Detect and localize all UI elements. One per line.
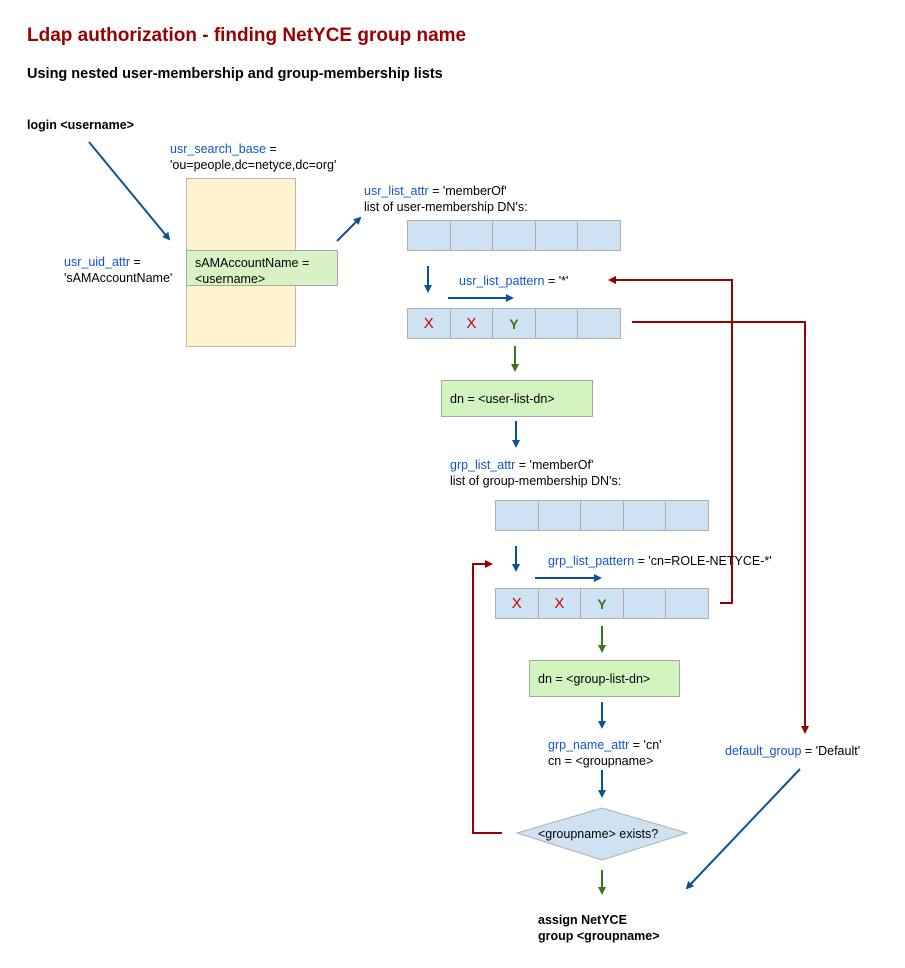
match-cell: Y: [493, 309, 536, 338]
assign-group-label: assign NetYCE group <groupname>: [538, 913, 660, 943]
list-cell: [666, 501, 708, 530]
grp-list-pattern-label: grp_list_pattern = 'cn=ROLE-NETYCE-*': [548, 554, 772, 568]
list-cell: [536, 309, 579, 338]
group-membership-list: [495, 500, 709, 531]
group-dn-box: dn = <group-list-dn>: [529, 660, 680, 697]
no-match-cell: X: [451, 309, 494, 338]
list-cell: [578, 309, 620, 338]
list-cell: [539, 501, 582, 530]
usr-list-attr-label: usr_list_attr = 'memberOf' list of user-…: [364, 184, 528, 214]
list-cell: [451, 221, 494, 250]
user-membership-match-list: X X Y: [407, 308, 621, 339]
page-subtitle: Using nested user-membership and group-m…: [27, 66, 443, 82]
page-title: Ldap authorization - finding NetYCE grou…: [27, 25, 467, 46]
no-match-cell: X: [539, 589, 582, 618]
list-cell: [493, 221, 536, 250]
no-match-cell: X: [408, 309, 451, 338]
usr-search-base-var: usr_search_base: [170, 142, 266, 156]
list-cell: [496, 501, 539, 530]
list-cell: [624, 589, 667, 618]
usr-uid-attr-label: usr_uid_attr = 'sAMAccountName': [64, 255, 173, 285]
list-cell: [536, 221, 579, 250]
login-label: login <username>: [27, 118, 134, 132]
login-arrow: [88, 141, 171, 241]
list-cell: [578, 221, 620, 250]
list-cell: [408, 221, 451, 250]
list-cell: [581, 501, 624, 530]
default-group-label: default_group = 'Default': [725, 744, 861, 758]
decision-label: <groupname> exists?: [538, 827, 659, 841]
grp-list-attr-label: grp_list_attr = 'memberOf' list of group…: [450, 458, 622, 488]
usr-search-base-value: 'ou=people,dc=netyce,dc=org': [170, 158, 337, 172]
usr-search-base-label: usr_search_base = 'ou=people,dc=netyce,d…: [170, 142, 337, 172]
default-to-assign-arrow: [685, 768, 801, 890]
usr-list-pattern-label: usr_list_pattern = '*': [459, 274, 569, 288]
match-cell: Y: [581, 589, 624, 618]
user-dn-box: dn = <user-list-dn>: [441, 380, 593, 417]
user-membership-list: [407, 220, 621, 251]
list-cell: [666, 589, 708, 618]
list-cell: [624, 501, 667, 530]
group-membership-match-list: X X Y: [495, 588, 709, 619]
search-to-list-arrow: [336, 216, 362, 242]
user-match-box: sAMAccountName = <username>: [186, 250, 338, 286]
grp-name-attr-label: grp_name_attr = 'cn' cn = <groupname>: [548, 738, 662, 768]
no-match-cell: X: [496, 589, 539, 618]
